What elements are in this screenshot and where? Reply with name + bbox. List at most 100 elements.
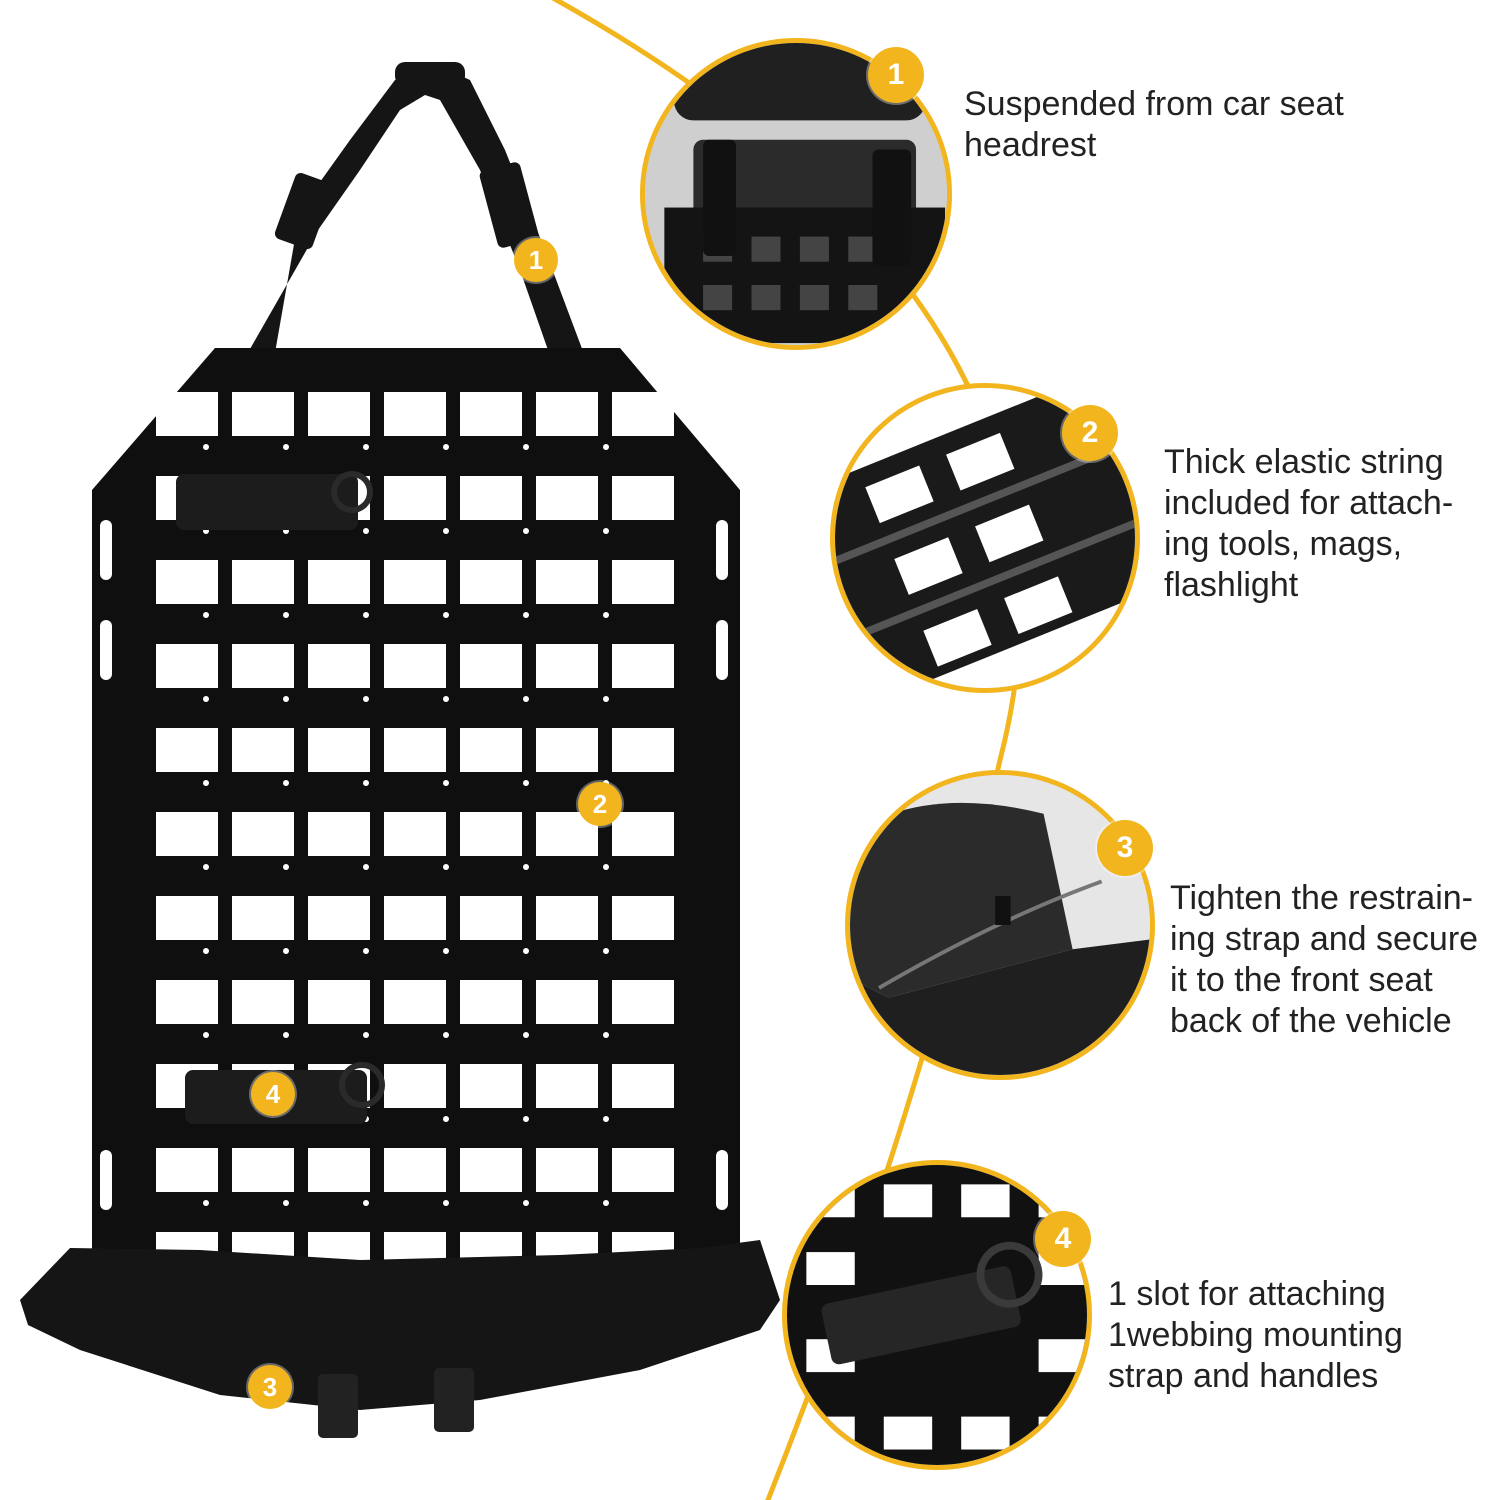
feature-3-line-4: back of the vehicle	[1170, 1002, 1452, 1040]
plate-hole	[443, 444, 449, 450]
feature-1-line-2: headrest	[964, 126, 1097, 164]
feature-badge-2: 2	[1062, 405, 1118, 461]
plate-slot	[460, 476, 522, 520]
plate-hole	[443, 1032, 449, 1038]
plate-slot	[460, 1148, 522, 1192]
feature-badge-4: 4	[1035, 1211, 1091, 1267]
plate-hole	[443, 612, 449, 618]
plate-slot	[232, 644, 294, 688]
plate-hole	[363, 696, 369, 702]
plate-slot	[384, 476, 446, 520]
plate-slot	[460, 728, 522, 772]
plate-slot	[232, 812, 294, 856]
plate-hole	[443, 864, 449, 870]
feature-3-line-1: Tighten the restrain-	[1170, 879, 1473, 917]
plate-slot	[308, 560, 370, 604]
plate-slot	[156, 728, 218, 772]
plate-hole	[443, 780, 449, 786]
plate-hole	[603, 1116, 609, 1122]
plate-hole	[283, 612, 289, 618]
feature-badge-3: 3	[1097, 820, 1153, 876]
plate-hole	[203, 1200, 209, 1206]
feature-text-3: Tighten the restrain- ing strap and secu…	[1170, 878, 1478, 1042]
plate-slot	[308, 644, 370, 688]
plate-hole	[523, 1032, 529, 1038]
plate-side-slot	[716, 1150, 728, 1210]
plate-slot	[536, 728, 598, 772]
plate-side-slot	[716, 520, 728, 580]
plate-hole	[363, 948, 369, 954]
plate-slot	[232, 980, 294, 1024]
plate-hole	[363, 528, 369, 534]
feature-2-line-4: flashlight	[1164, 566, 1299, 604]
plate-slot	[232, 1148, 294, 1192]
plate-hole	[283, 1200, 289, 1206]
plate-slot	[460, 896, 522, 940]
plate-hole	[603, 528, 609, 534]
feature-2-line-1: Thick elastic string	[1164, 443, 1444, 481]
plate-slot	[536, 476, 598, 520]
plate-hole	[523, 696, 529, 702]
plate-slot	[612, 1148, 674, 1192]
plate-slot	[384, 896, 446, 940]
plate-slot	[536, 1148, 598, 1192]
plate-slot	[384, 980, 446, 1024]
plate-hole	[283, 444, 289, 450]
plate-slot	[384, 392, 446, 436]
plate-slot	[156, 560, 218, 604]
plate-hole	[523, 1200, 529, 1206]
plate-slot	[460, 980, 522, 1024]
plate-slot	[384, 1148, 446, 1192]
plate-slot	[460, 392, 522, 436]
plate-hole	[203, 612, 209, 618]
plate-hole	[603, 612, 609, 618]
plate-slot	[384, 644, 446, 688]
plate-side-slot	[716, 620, 728, 680]
feature-1-line-1: Suspended from car seat	[964, 85, 1344, 123]
plate-hole	[603, 1200, 609, 1206]
plate-slot	[232, 560, 294, 604]
plate-hole	[443, 1200, 449, 1206]
plate-hole	[603, 948, 609, 954]
plate-slot	[384, 812, 446, 856]
feature-2-line-2: included for attach-	[1164, 484, 1454, 522]
plate-hole	[203, 864, 209, 870]
plate-hole	[363, 444, 369, 450]
plate-slot	[612, 896, 674, 940]
plate-hole	[443, 948, 449, 954]
plate-slot	[156, 644, 218, 688]
plate-slot	[384, 1064, 446, 1108]
plate-hole	[203, 948, 209, 954]
plate-hole	[283, 696, 289, 702]
feature-badge-1: 1	[868, 47, 924, 103]
plate-hole	[363, 1200, 369, 1206]
plate-hole	[523, 1116, 529, 1122]
plate-slot	[460, 812, 522, 856]
plate-slot	[460, 560, 522, 604]
feature-4-line-3: strap and handles	[1108, 1357, 1379, 1395]
feature-4-line-2: 1webbing mounting	[1108, 1316, 1403, 1354]
plate-slot	[232, 392, 294, 436]
plate-slot	[308, 980, 370, 1024]
plate-slot	[308, 1148, 370, 1192]
plate-slot	[308, 812, 370, 856]
plate-slot	[460, 1064, 522, 1108]
feature-3-line-2: ing strap and secure	[1170, 920, 1479, 958]
plate-hole	[443, 1116, 449, 1122]
plate-slot	[232, 728, 294, 772]
plate-side-slot	[100, 620, 112, 680]
plate-slot	[612, 812, 674, 856]
feature-text-1: Suspended from car seat headrest	[964, 84, 1344, 166]
product-badge-1: 1	[514, 238, 558, 282]
plate-slot	[156, 980, 218, 1024]
plate-side-slot	[100, 1150, 112, 1210]
plate-slot	[460, 644, 522, 688]
plate-hole	[283, 948, 289, 954]
plate-slot	[308, 896, 370, 940]
feature-3-line-3: it to the front seat	[1170, 961, 1433, 999]
plate-hole	[523, 780, 529, 786]
restraining-strap	[20, 1240, 780, 1438]
plate-hole	[523, 864, 529, 870]
product-badge-4: 4	[251, 1072, 295, 1116]
plate-slot	[384, 728, 446, 772]
